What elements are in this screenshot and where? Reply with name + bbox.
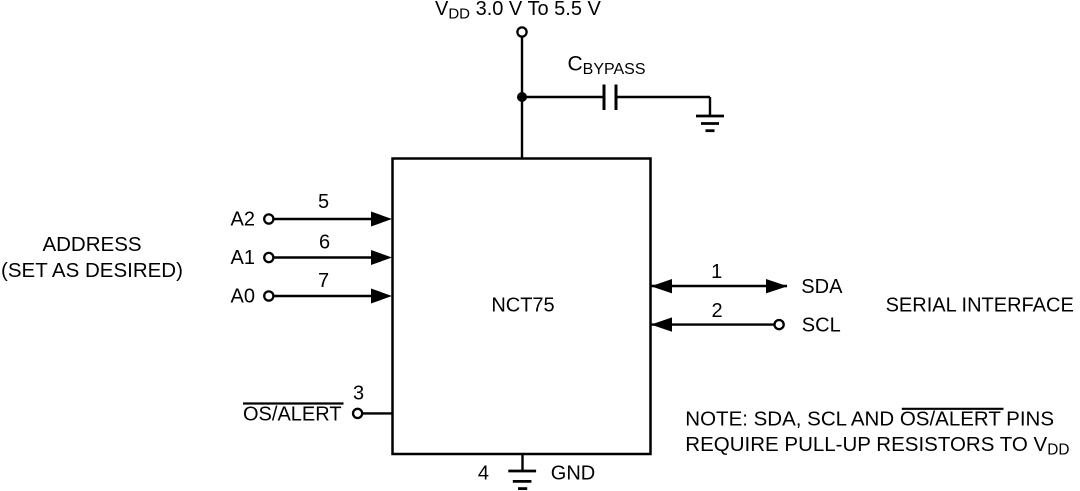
svg-text:NOTE: SDA, SCL AND OS/ALERT PI: NOTE: SDA, SCL AND OS/ALERT PINS	[685, 408, 1054, 431]
svg-text:5: 5	[318, 191, 329, 213]
svg-text:REQUIRE PULL-UP RESISTORS TO V: REQUIRE PULL-UP RESISTORS TO VDD	[685, 433, 1069, 459]
svg-text:NCT75: NCT75	[491, 295, 554, 317]
svg-text:4: 4	[478, 462, 489, 484]
svg-text:GND: GND	[551, 462, 595, 484]
svg-text:SDA: SDA	[801, 276, 843, 298]
svg-text:ADDRESS: ADDRESS	[42, 233, 141, 256]
svg-text:2: 2	[711, 300, 722, 322]
svg-text:CBYPASS: CBYPASS	[568, 53, 646, 79]
svg-text:A2: A2	[231, 209, 255, 231]
svg-text:VDD 3.0 V To 5.5 V: VDD 3.0 V To 5.5 V	[435, 0, 602, 23]
svg-text:SCL: SCL	[802, 315, 841, 337]
svg-text:7: 7	[318, 270, 329, 292]
svg-text:(SET AS DESIRED): (SET AS DESIRED)	[1, 259, 183, 282]
svg-text:SERIAL INTERFACE: SERIAL INTERFACE	[886, 295, 1074, 317]
svg-text:3: 3	[353, 383, 364, 405]
svg-text:6: 6	[319, 232, 330, 254]
svg-text:1: 1	[711, 261, 722, 283]
svg-text:A1: A1	[231, 247, 255, 269]
svg-text:A0: A0	[231, 286, 255, 308]
svg-text:OS/ALERT: OS/ALERT	[243, 404, 342, 426]
